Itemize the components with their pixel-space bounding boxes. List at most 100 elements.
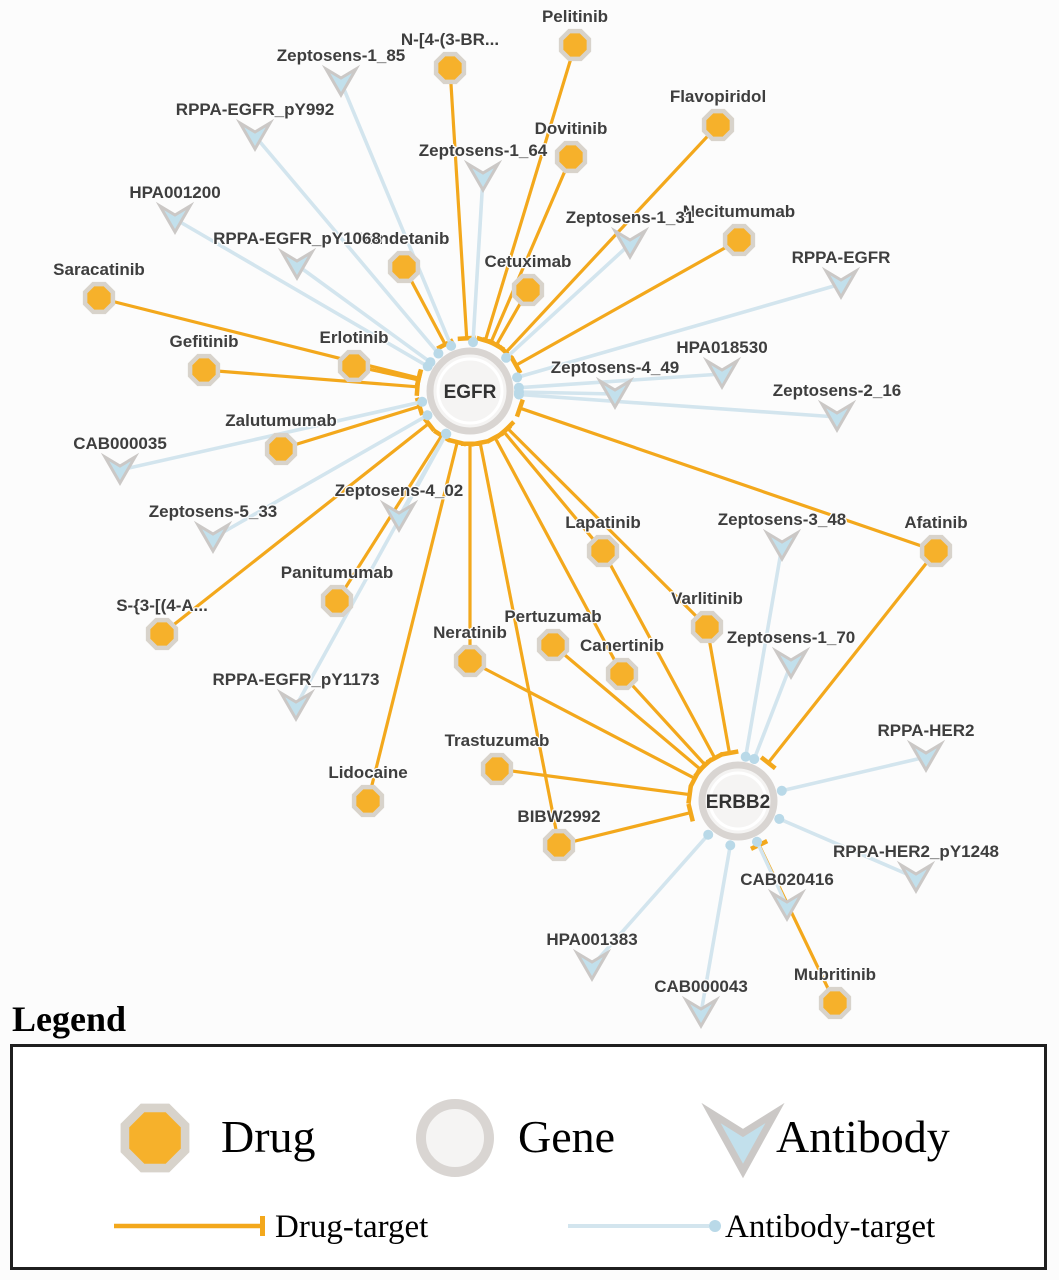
antibody-node	[572, 948, 612, 983]
antibody-target-edge	[253, 134, 444, 359]
drug-legend-icon	[120, 1103, 190, 1173]
antibody-legend-icon	[701, 1102, 785, 1179]
antibody-node	[817, 399, 857, 434]
drug-node	[554, 140, 588, 174]
antibody-label: Zeptosens-5_33	[149, 502, 278, 521]
gene-node-erbb2	[698, 761, 778, 841]
drug-label: Varlitinib	[671, 589, 743, 608]
drug-label: Lapatinib	[565, 513, 641, 532]
gene-legend-icon	[416, 1099, 494, 1177]
drug-node	[605, 657, 639, 691]
antibody-target-edge	[174, 217, 433, 372]
drug-target-edge	[469, 659, 701, 788]
drug-label: Canertinib	[580, 636, 664, 655]
drug-label: Mubritinib	[794, 965, 876, 984]
antibody-label: HPA018530	[676, 338, 767, 357]
antibody-label: Zeptosens-2_16	[773, 381, 902, 400]
drug-target-line-icon	[114, 1216, 265, 1236]
drug-target-edge	[470, 438, 561, 846]
drug-label: Afatinib	[904, 513, 967, 532]
antibody-node	[277, 247, 317, 282]
drug-label: Lidocaine	[328, 763, 407, 782]
antibody-target-edge	[212, 410, 433, 540]
antibody-label: CAB020416	[740, 870, 834, 889]
antibody-label: Zeptosens-1_64	[419, 141, 548, 160]
antibody-node	[896, 860, 936, 895]
drug-label: Dovitinib	[535, 119, 608, 138]
drug-node	[320, 584, 354, 618]
drug-label: Zalutumumab	[225, 411, 336, 430]
antibody-node	[702, 356, 742, 391]
antibody-target-edge	[294, 428, 452, 707]
drug-label: BIBW2992	[517, 807, 600, 826]
antibody-node	[155, 201, 195, 236]
drug-node	[264, 432, 298, 466]
antibody-node	[595, 376, 635, 411]
drug-target-edge	[485, 431, 624, 675]
drug-label: N-[4-(3-BR...	[401, 30, 499, 49]
gene-label: EGFR	[444, 382, 497, 403]
antibody-node	[276, 688, 316, 723]
drug-label: Pelitinib	[542, 7, 608, 26]
drug-target-edge	[280, 397, 425, 451]
drug-label: Necitumumab	[683, 202, 795, 221]
drug-label: Vandetanib	[359, 229, 450, 248]
antibody-label: Zeptosens-1_31	[566, 208, 695, 227]
drug-node	[586, 534, 620, 568]
label-layer: EGFRERBB2PelitinibN-[4-(3-BR...Flavopiri…	[52, 6, 1000, 998]
antibody-target-edge	[752, 836, 789, 907]
drug-node	[82, 281, 116, 315]
drug-target-edge	[496, 767, 694, 804]
drug-node	[558, 28, 592, 62]
antibody-label: Zeptosens-1_70	[727, 628, 856, 647]
antibody-label: HPA001383	[546, 930, 637, 949]
antibody-label: RPPA-HER2	[878, 721, 975, 740]
drug-node	[337, 349, 371, 383]
legend-label-gene: Gene	[518, 1111, 616, 1162]
drug-target-edge	[558, 803, 695, 847]
antibody-target-edge	[514, 387, 616, 397]
antibody-label: RPPA-HER2_pY1248	[833, 842, 999, 861]
drug-target-edge	[499, 420, 709, 629]
drug-label: Pertuzumab	[504, 607, 601, 626]
drug-target-edge	[759, 550, 938, 771]
drug-target-edge	[497, 123, 720, 361]
antibody-node	[610, 226, 650, 261]
antibody-target-edge	[501, 242, 632, 363]
antibody-label: CAB000043	[654, 977, 748, 996]
antibody-target-edge	[512, 282, 842, 383]
drug-node	[145, 617, 179, 651]
antibody-target-edge	[774, 813, 917, 880]
legend-title: Legend	[12, 999, 127, 1039]
antibody-target-edge	[740, 545, 784, 762]
drug-label: S-{3-[(4-A...	[116, 596, 208, 615]
gene-node-egfr	[426, 347, 514, 435]
antibody-target-edge	[468, 176, 485, 348]
drug-label: Panitumumab	[281, 563, 393, 582]
antibody-node	[100, 452, 140, 487]
drug-node	[701, 108, 735, 142]
drug-node	[480, 752, 514, 786]
antibody-label: Zeptosens-1_85	[277, 46, 406, 65]
drug-node	[511, 273, 545, 307]
edge-layer	[98, 44, 938, 1014]
drug-label: Cetuximab	[485, 252, 572, 271]
drug-target-edge	[161, 415, 436, 636]
drug-target-edge	[705, 626, 739, 757]
drug-node	[818, 986, 852, 1020]
antibody-node	[771, 646, 811, 681]
drug-target-edge	[476, 44, 577, 346]
antibody-target-edge	[590, 829, 714, 968]
drug-node	[919, 534, 953, 568]
antibody-node	[821, 266, 861, 301]
antibody-label: RPPA-EGFR_pY992	[176, 100, 334, 119]
drug-label: Trastuzumab	[445, 731, 550, 750]
legend-label-drug-target: Drug-target	[275, 1209, 429, 1245]
drug-target-edge	[620, 672, 714, 773]
antibody-node	[767, 888, 807, 923]
legend-label-antibody: Antibody	[776, 1111, 950, 1162]
antibody-node	[906, 739, 946, 774]
antibody-target-edge	[749, 663, 793, 764]
antibody-node	[762, 528, 802, 563]
